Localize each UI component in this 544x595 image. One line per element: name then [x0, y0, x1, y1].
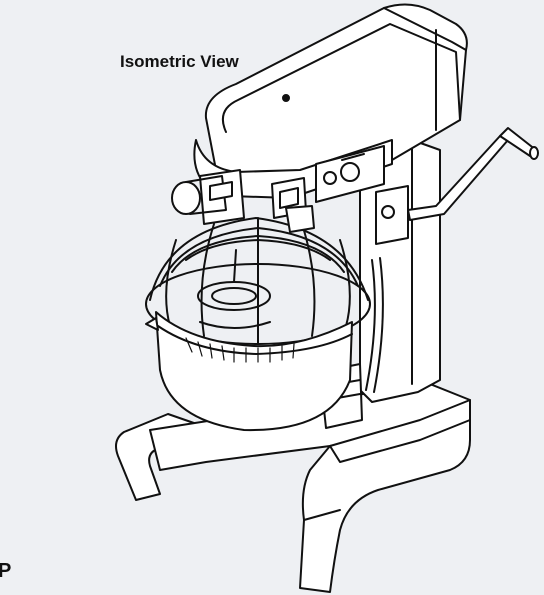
figure-title: Isometric View — [120, 52, 239, 71]
beater — [198, 250, 270, 328]
hub-cap — [172, 182, 200, 214]
column-knob — [382, 206, 394, 218]
safety-guard — [146, 206, 370, 344]
right-foot — [300, 400, 470, 592]
bowl-body — [156, 312, 352, 430]
timer-knob — [324, 172, 336, 184]
hub-knob — [210, 182, 232, 200]
cropped-corner-letter: P — [0, 560, 12, 582]
mixer-head — [194, 4, 467, 202]
crank-handle — [408, 128, 538, 220]
bowl-rim-ridges — [186, 338, 294, 362]
bowl-lift-cables — [366, 260, 375, 390]
head-front — [194, 140, 392, 198]
attachment-hub — [172, 170, 306, 224]
speed-knob — [341, 163, 359, 181]
mixing-bowl — [146, 312, 352, 430]
